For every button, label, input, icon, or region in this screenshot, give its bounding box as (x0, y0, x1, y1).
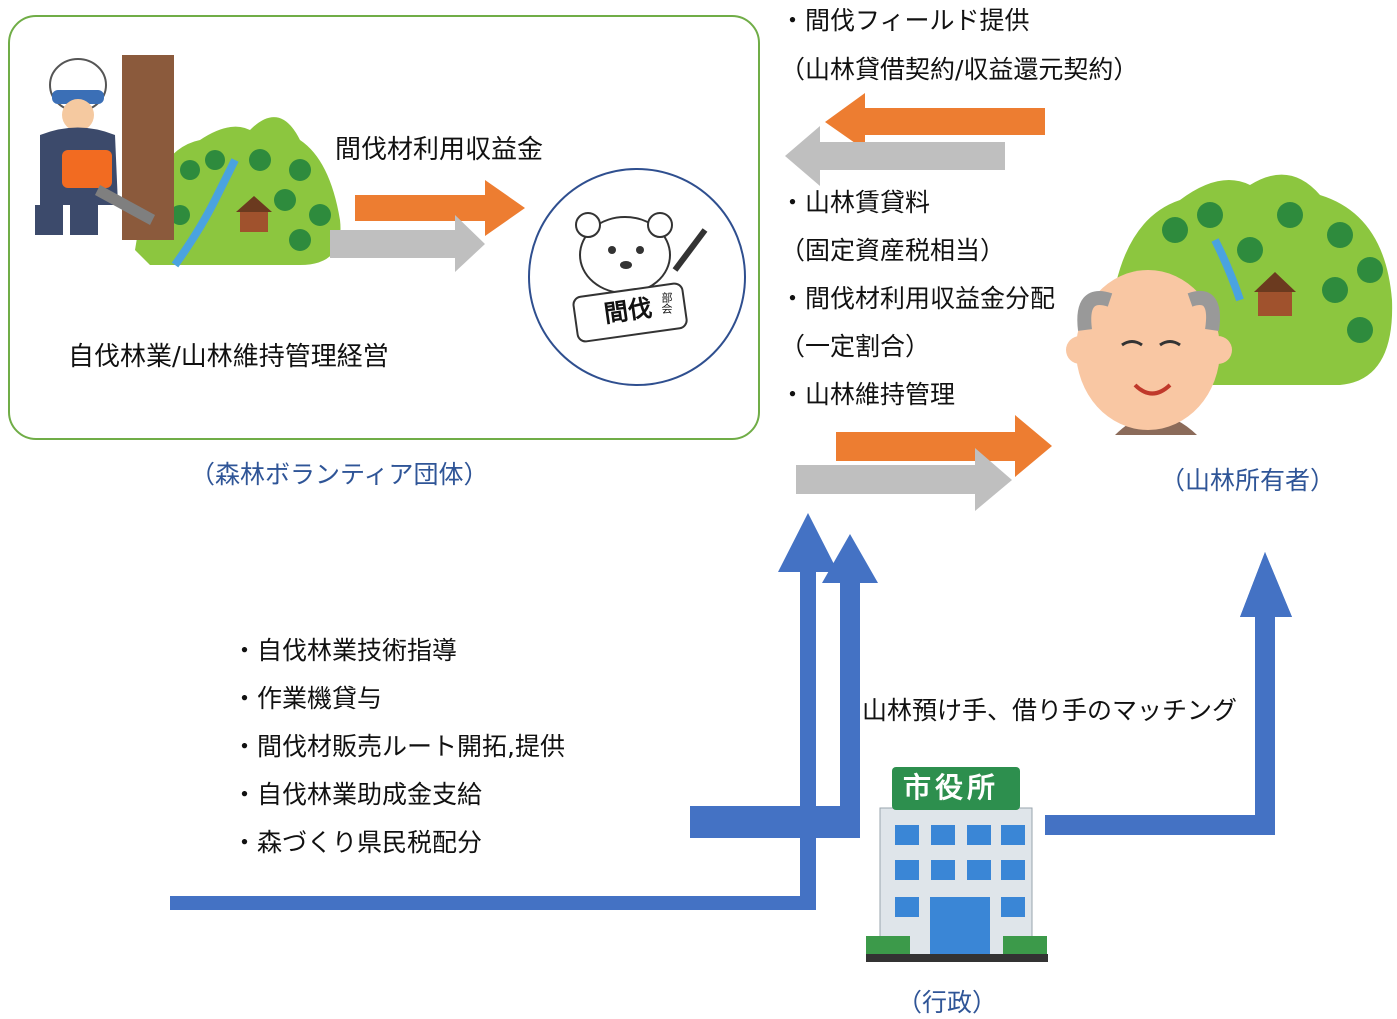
arrow-income-gray (330, 215, 485, 272)
landowner-illustration (1066, 270, 1232, 435)
arrow-field-gray (785, 126, 1005, 186)
support-item: ・間伐材販売ルート開拓,提供 (232, 732, 565, 761)
matching-text: 山林預け手、借り手のマッチング (862, 696, 1238, 725)
volunteer-group-box (8, 15, 760, 440)
bear-mascot-icon (572, 212, 708, 343)
owner-benefit-item: ・山林賃貸料 (780, 188, 931, 217)
lease-contract-text: （山林貸借契約/収益還元契約） (780, 55, 1139, 84)
lumberjack-illustration (35, 58, 155, 235)
arrow-field-orange (825, 93, 1045, 150)
field-provision-text: ・間伐フィールド提供 (780, 6, 1030, 35)
volunteer-group-label: （森林ボランティア団体） (190, 460, 489, 489)
blue-support-arrows (170, 513, 1293, 910)
support-item: ・自伐林業技術指導 (232, 636, 458, 665)
owner-benefit-item: ・山林維持管理 (780, 380, 956, 409)
city-hall-building-icon (866, 767, 1048, 962)
owner-benefit-item: （一定割合） (780, 332, 931, 361)
owner-benefit-item: ・間伐材利用収益金分配 (780, 284, 1056, 313)
volunteer-activity-text: 自伐林業/山林維持管理経営 (68, 342, 389, 372)
arrow-income-orange (355, 180, 525, 236)
arrow-rent-gray (796, 448, 1012, 511)
government-label: （行政） (897, 988, 998, 1017)
arrow-rent-orange (836, 415, 1052, 477)
support-item: ・森づくり県民税配分 (232, 828, 483, 857)
income-label: 間伐材利用収益金 (335, 135, 544, 165)
owner-benefit-item: （固定資産税相当） (780, 236, 1006, 265)
support-item: ・作業機貸与 (232, 684, 383, 713)
forest-illustration-left (135, 117, 341, 268)
support-item: ・自伐林業助成金支給 (232, 780, 483, 809)
landowner-label: （山林所有者） (1160, 466, 1336, 495)
logo-badge: 部会 (660, 292, 673, 314)
city-hall-sign: 市役所 (903, 771, 1000, 804)
